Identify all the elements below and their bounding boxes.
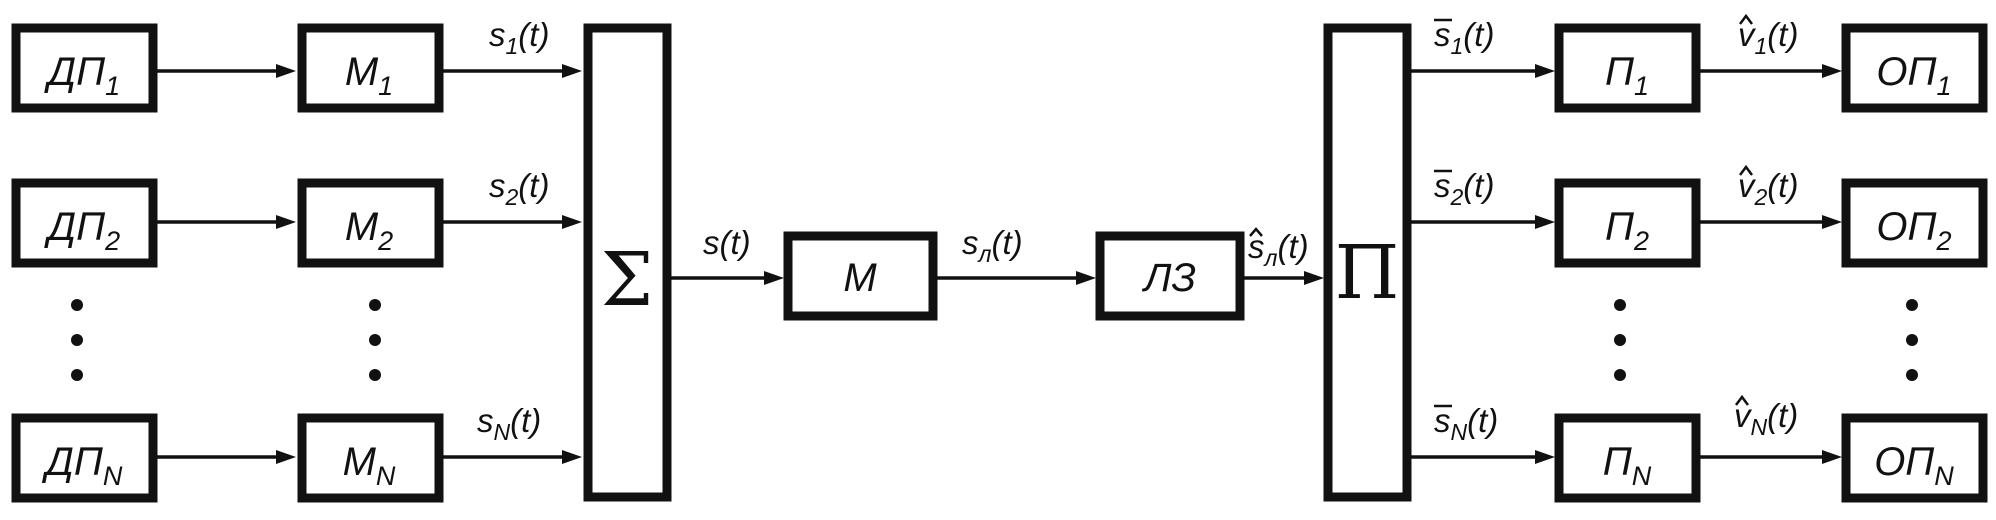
output-signal-hat-mark-1 <box>1739 13 1753 25</box>
modulator-block-1: M1 <box>297 23 444 113</box>
summator-block: Σ <box>583 23 672 502</box>
split-signal-label-2: s2(t) <box>1434 167 1494 210</box>
sink-label-1: ОП1 <box>1876 50 1951 101</box>
modulator-block-2: M2 <box>297 178 444 268</box>
sink-label-n: ОПN <box>1874 440 1954 491</box>
sink-label-2: ОП2 <box>1876 205 1951 256</box>
summator-symbol: Σ <box>601 237 653 323</box>
split-signal-label-n: sN(t) <box>1434 402 1498 445</box>
arrow-summator-to-line-modulator <box>671 271 784 285</box>
source-ellipsis <box>71 299 83 381</box>
sink-block-1: ОП1 <box>1841 23 1988 113</box>
line-signal-label: sл(t) <box>962 224 1023 267</box>
line-modulator-block: M <box>783 231 938 321</box>
arrow-source-to-modulator-n <box>157 450 296 464</box>
arrow-receiver-to-sink-1 <box>1700 64 1842 78</box>
output-signal-label-n: vN(t) <box>1734 397 1798 440</box>
arrow-source-to-modulator-2 <box>157 215 296 229</box>
output-signal-label-2: v2(t) <box>1738 167 1798 210</box>
modulator-label-1: M1 <box>345 50 393 101</box>
split-signal-label-1: s1(t) <box>1434 16 1494 59</box>
receiver-ellipsis <box>1614 299 1626 381</box>
channel-block: ЛЗ <box>1095 231 1245 321</box>
sink-block-n: ОПN <box>1841 413 1988 503</box>
receiver-label-2: П2 <box>1605 205 1649 256</box>
modulator-block-n: MN <box>297 413 444 503</box>
mod-signal-label-1: s1(t) <box>489 16 549 59</box>
arrow-receiver-to-sink-2 <box>1700 215 1842 229</box>
arrow-modulator-to-summator-1 <box>443 64 582 78</box>
mod-signal-label-n: sN(t) <box>477 402 541 445</box>
receiver-block-1: П1 <box>1554 23 1701 113</box>
arrow-demux-to-receiver-2 <box>1411 215 1555 229</box>
receiver-label-1: П1 <box>1605 50 1649 101</box>
output-signal-hat-mark-n <box>1735 394 1749 406</box>
mod-signal-label-2: s2(t) <box>489 167 549 210</box>
arrow-demux-to-receiver-n <box>1411 450 1555 464</box>
output-signal-hat-mark-2 <box>1739 164 1753 176</box>
source-block-1: ДП1 <box>11 23 158 113</box>
sum-signal-label: s(t) <box>703 224 751 261</box>
receiver-block-n: ПN <box>1554 413 1701 503</box>
arrow-modulator-to-summator-n <box>443 450 582 464</box>
received-signal-label: sл(t) <box>1248 228 1309 271</box>
arrow-receiver-to-sink-n <box>1700 450 1842 464</box>
source-block-n: ДПN <box>11 413 158 503</box>
arrow-channel-to-demux <box>1244 271 1324 285</box>
arrow-modulator-to-summator-2 <box>443 215 582 229</box>
arrow-line-modulator-to-channel <box>937 271 1096 285</box>
demux-block: Π <box>1323 23 1412 502</box>
source-label-n: ДПN <box>42 440 123 491</box>
received-signal-hat-mark <box>1249 227 1263 237</box>
modulator-label-2: M2 <box>345 205 393 256</box>
receiver-block-2: П2 <box>1554 178 1701 268</box>
source-label-1: ДП1 <box>44 50 120 101</box>
sink-block-2: ОП2 <box>1841 178 1988 268</box>
channel-label: ЛЗ <box>1141 256 1196 300</box>
output-signal-label-1: v1(t) <box>1738 16 1798 59</box>
receiver-label-n: ПN <box>1603 440 1652 491</box>
modulator-ellipsis <box>369 299 381 381</box>
source-label-2: ДП2 <box>44 205 120 256</box>
arrow-demux-to-receiver-1 <box>1411 64 1555 78</box>
arrow-source-to-modulator-1 <box>157 64 296 78</box>
sink-ellipsis <box>1906 299 1918 381</box>
modulator-label-n: MN <box>343 440 396 491</box>
source-block-2: ДП2 <box>11 178 158 268</box>
demux-symbol: Π <box>1335 230 1400 316</box>
line-modulator-label: M <box>843 256 877 300</box>
